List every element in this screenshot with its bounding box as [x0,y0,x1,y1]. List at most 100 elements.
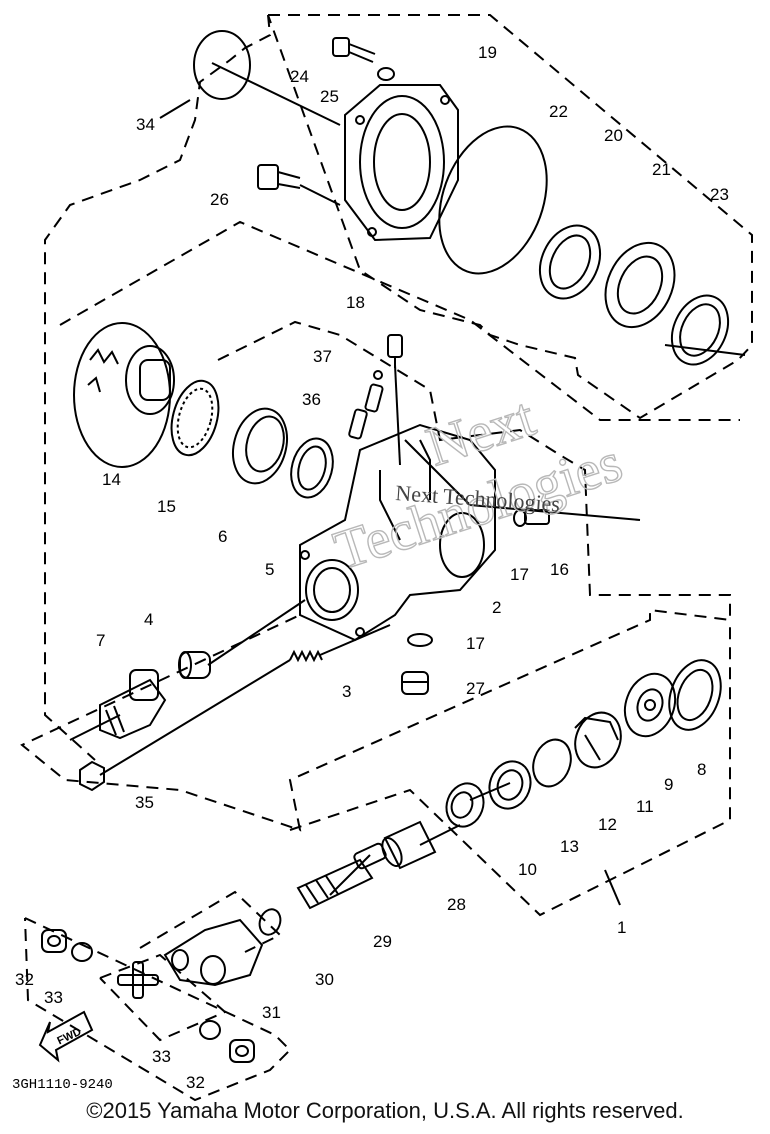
callout-label: 14 [102,470,121,489]
callout-label: 29 [373,932,392,951]
callout-label: 26 [210,190,229,209]
part-2-gear-case [299,423,496,642]
callout-label: 19 [478,43,497,62]
part-13-seal [488,760,532,810]
universal-joint-cross [117,961,159,999]
callout-label: 32 [186,1073,205,1092]
diagram-code: 3GH1110-9240 [12,1077,113,1093]
callout-label: 13 [560,837,579,856]
group-outline-left [44,14,272,761]
part-37-clip [373,370,383,380]
leader-line [211,62,341,126]
callout-label: 5 [265,560,274,579]
part-24-bolt [332,37,376,63]
part-15-shim [170,379,220,457]
part-8-seal [668,659,722,731]
callout-label: 15 [157,497,176,516]
callout-label: 9 [664,775,673,794]
part-17-washer-lower [407,633,433,647]
group-outline-yoke-top [139,890,282,953]
group-outline-yoke [24,917,292,1102]
part-34-o-ring [193,30,251,100]
part-27-drain-plug [401,671,429,695]
part-32-cap-lower [229,1039,255,1063]
part-31-yoke [163,918,264,987]
part-36-pin-upper [364,383,384,413]
part-25-washer [377,67,395,81]
callout-label: 4 [144,610,153,629]
leader-line [394,364,401,466]
part-21-bearing [604,241,676,329]
callout-label: 11 [636,797,654,816]
part-35-nut [79,760,105,792]
part-28-bearing [381,820,437,870]
callout-label: 3 [342,682,351,701]
callout-label: 31 [262,1003,281,1022]
part-20-seal [538,224,602,300]
callout-label: 28 [447,895,466,914]
callout-label: 10 [518,860,537,879]
callout-label: 37 [313,347,332,366]
leader-line [404,439,471,506]
callout-label: 32 [15,970,34,989]
part-6-bearing [232,407,288,485]
callout-label: 17 [466,634,485,653]
callout-label: 1 [617,918,626,937]
part-36-pin-lower [348,408,368,440]
part-3-spring [289,649,323,663]
part-18-breather [387,334,403,368]
leader-line [329,854,371,896]
callout-label: 16 [550,560,569,579]
callout-label: 21 [652,160,671,179]
leader-line [469,504,641,521]
group-outline-cross [99,953,227,1042]
callout-label: 33 [44,988,63,1007]
part-17-washer-upper [513,509,527,527]
part-7-pinion-gear [99,669,167,740]
callout-label: 6 [218,527,227,546]
leader-line [419,824,461,846]
callout-label: 8 [697,760,706,779]
callout-label: 22 [549,102,568,121]
callout-label: 24 [290,67,309,86]
part-9-bearing [623,672,677,738]
callout-label: 18 [346,293,365,312]
leader-line [299,184,341,206]
callout-label: 34 [136,115,155,134]
part-30-circlip [258,908,282,936]
group-outline-bottom [289,625,731,917]
group-outline-inner [20,320,731,832]
callout-label: 35 [135,793,154,812]
leader-line [69,714,121,741]
leader-line [207,599,306,666]
group-outline-top [267,14,753,420]
part-5-seal [290,437,334,499]
callout-label: 33 [152,1047,171,1066]
part-33-clip-upper [71,942,93,962]
part-19-housing [344,84,459,242]
callout-label: 2 [492,598,501,617]
leader-line [664,344,746,356]
callout-label: 30 [315,970,334,989]
part-12-o-ring [532,738,572,788]
group-outline-middle [59,220,740,421]
leader-line [159,99,191,119]
callout-label: 20 [604,126,623,145]
part-33-clip-lower [199,1020,221,1040]
leader-line [604,869,621,906]
part-14-ring-gear [73,322,175,468]
part-11-nut [574,711,622,769]
part-29-drive-shaft [296,842,387,910]
callout-label: 36 [302,390,321,409]
copyright-notice: ©2015 Yamaha Motor Corporation, U.S.A. A… [86,1098,684,1123]
callout-label: 23 [710,185,729,204]
part-4-collar [178,651,211,679]
part-32-cap-upper [41,929,67,953]
callout-label: 25 [320,87,339,106]
fwd-arrow-icon [38,1010,94,1063]
part-22-o-ring [438,125,548,275]
callout-label: 12 [598,815,617,834]
callout-label: 17 [510,565,529,584]
part-26-bolt [257,164,301,190]
